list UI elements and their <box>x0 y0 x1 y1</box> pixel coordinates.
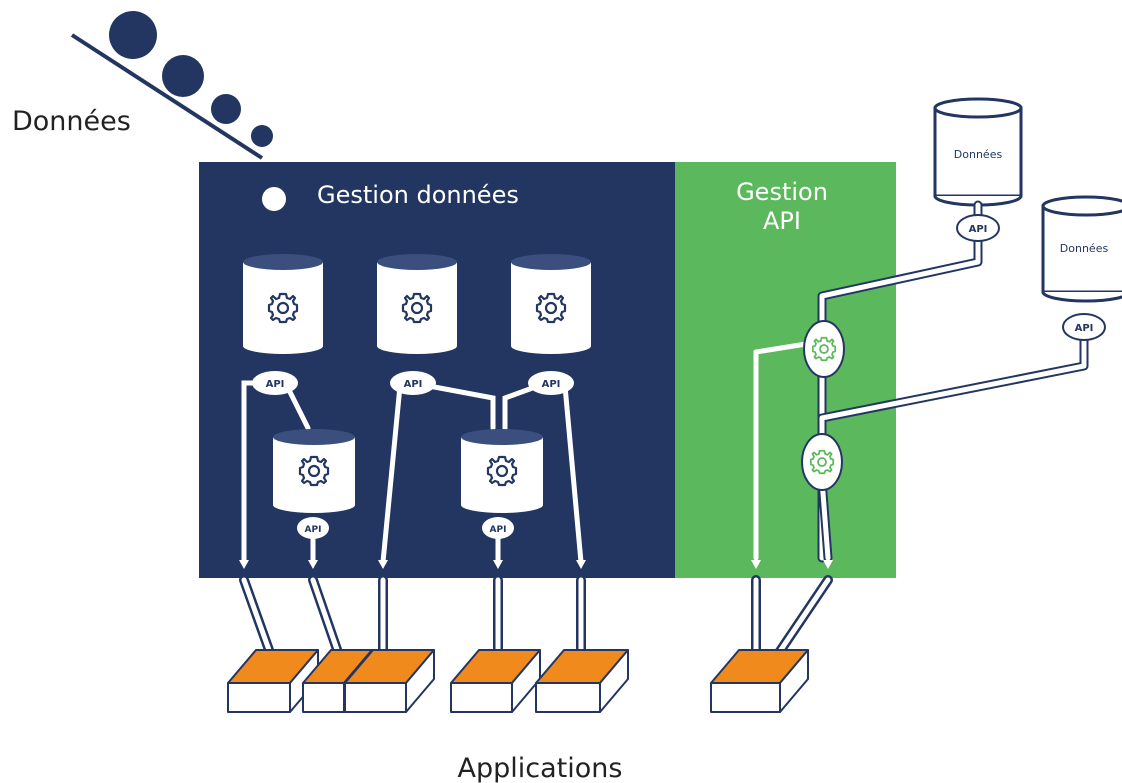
database-icon <box>511 254 591 354</box>
svg-text:API: API <box>969 224 988 235</box>
database-icon <box>243 254 323 354</box>
data-ball-icon <box>162 55 204 97</box>
api-node: API <box>482 517 514 539</box>
data-ball-icon <box>262 187 286 211</box>
svg-text:API: API <box>404 379 423 390</box>
api-gateway <box>801 433 843 491</box>
api-gateway <box>803 320 845 378</box>
database-icon <box>461 429 543 513</box>
svg-text:API: API <box>266 379 285 390</box>
gestion-api-title-line2: API <box>763 207 801 235</box>
api-node: API <box>390 371 436 395</box>
api-node: API <box>252 371 298 395</box>
svg-text:API: API <box>490 525 507 535</box>
svg-text:API: API <box>542 379 561 390</box>
application-boxes <box>227 649 809 713</box>
application-box-icon <box>535 649 629 713</box>
gestion-donnees-title: Gestion données <box>317 181 519 209</box>
pipe-arrow-heads <box>751 560 833 569</box>
svg-text:API: API <box>305 525 322 535</box>
gestion-api-title-line1: Gestion <box>736 178 828 206</box>
db-label: Données <box>1060 242 1109 255</box>
application-box-icon <box>710 649 809 713</box>
application-box-icon <box>450 649 541 713</box>
external-database-2: Données <box>1041 195 1122 303</box>
external-database-1: Données <box>933 97 1023 207</box>
db-label: Données <box>954 148 1003 161</box>
gestion-donnees-panel <box>199 162 675 578</box>
api-node: API <box>297 517 329 539</box>
svg-text:API: API <box>1075 323 1094 334</box>
data-pipes <box>241 380 584 565</box>
donnees-label: Données <box>12 106 131 137</box>
database-icon <box>273 429 355 513</box>
data-ball-icon <box>251 125 273 147</box>
pipe-arrow-heads <box>239 560 586 569</box>
api-node: API <box>528 371 574 395</box>
database-icon <box>377 254 457 354</box>
application-box-icon <box>344 649 435 713</box>
api-node: API <box>956 214 1000 242</box>
applications-label: Applications <box>458 753 623 783</box>
data-ball-icon <box>211 94 241 124</box>
api-node: API <box>1062 313 1106 341</box>
gestion-api-panel <box>675 162 896 578</box>
data-ball-icon <box>109 11 157 59</box>
data-input-ramp <box>70 11 273 160</box>
